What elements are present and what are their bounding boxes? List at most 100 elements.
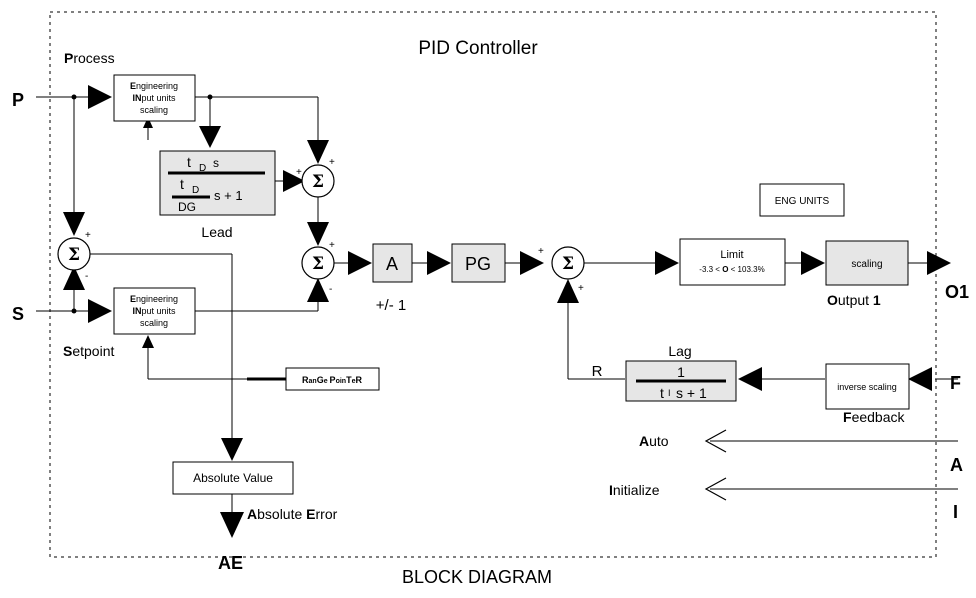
svg-text:+: +: [329, 157, 335, 168]
diagram-footer: BLOCK DIAGRAM: [402, 567, 552, 587]
gain-a-sublabel: +/- 1: [376, 297, 406, 314]
svg-text:inverse scaling: inverse scaling: [837, 382, 897, 392]
svg-text:Σ: Σ: [562, 254, 574, 274]
sum-junction-output: Σ + +: [538, 246, 585, 294]
lead-label: Lead: [201, 224, 232, 240]
svg-text:DG: DG: [178, 200, 196, 214]
svg-text:scaling: scaling: [851, 259, 882, 270]
lag-block: 1 t I s + 1: [625, 360, 737, 402]
gain-pg-block: PG: [451, 243, 506, 283]
output1-label: Output 1: [827, 292, 881, 308]
output-o1-letter: O1: [945, 282, 969, 302]
range-pointer-block: RanGe PoinTeR: [285, 367, 380, 391]
initialize-arrow-head: [704, 477, 727, 501]
svg-text:scaling: scaling: [140, 318, 168, 328]
arrow-lead-to-sum: [283, 170, 305, 192]
arrow-to-sum3: [520, 251, 544, 275]
svg-text:Engineering: Engineering: [130, 81, 178, 91]
arrow-up-to-sum3: [557, 279, 579, 303]
process-label: Process: [64, 50, 115, 66]
input-p-letter: P: [12, 90, 24, 110]
initialize-label: Initialize: [609, 482, 660, 498]
svg-text:Absolute Value: Absolute Value: [193, 471, 273, 485]
svg-text:+: +: [329, 240, 335, 251]
input-f-letter: F: [950, 373, 961, 393]
input-a-letter: A: [950, 455, 963, 475]
arrowheads: [63, 85, 951, 538]
auto-label: Auto: [639, 433, 669, 449]
controller-boundary: [49, 11, 937, 558]
feedback-r-label: R: [592, 363, 603, 380]
svg-text:INput units: INput units: [132, 93, 176, 103]
sum-junction-lead: Σ + +: [296, 157, 335, 198]
svg-text:Σ: Σ: [68, 245, 80, 265]
arrow-down-to-sum-lead: [307, 140, 329, 164]
arrow-down-to-sum2: [307, 222, 329, 246]
eng-units-box: [759, 183, 845, 217]
input-i-letter: I: [953, 502, 958, 522]
arrow-to-limit: [655, 251, 679, 275]
svg-text:PG: PG: [465, 254, 491, 274]
arrow-up-to-sum1: [63, 266, 85, 290]
junction-dots: [71, 94, 213, 314]
setpoint-label: Setpoint: [63, 343, 114, 359]
lag-label: Lag: [668, 343, 691, 359]
input-s-letter: S: [12, 304, 24, 324]
arrow-up-small: [143, 117, 153, 128]
arrow-to-o1: [927, 251, 951, 275]
sum-junction-main: Σ + -: [301, 240, 335, 295]
svg-text:s: s: [213, 156, 219, 170]
svg-text:s + 1: s + 1: [214, 188, 243, 203]
arrow-to-lag: [738, 367, 762, 391]
svg-text:t: t: [187, 154, 191, 170]
eng-units-label: ENG UNITS: [775, 196, 830, 207]
svg-text:t: t: [180, 176, 184, 192]
svg-text:+: +: [578, 283, 584, 294]
arrow-to-gain-a: [348, 251, 372, 275]
einp-process-block: Engineering INput units scaling: [113, 74, 196, 122]
svg-text:Engineering: Engineering: [130, 294, 178, 304]
absolute-error-label: Absolute Error: [247, 506, 338, 522]
arrow-to-ae: [220, 512, 244, 538]
svg-text:-: -: [85, 271, 88, 282]
scaling-block: scaling: [825, 240, 909, 286]
arrow-to-gain-pg: [427, 251, 451, 275]
svg-text:Σ: Σ: [312, 254, 324, 274]
svg-text:-: -: [329, 284, 332, 295]
svg-text:-3.3 < O < 103.3%: -3.3 < O < 103.3%: [699, 265, 764, 274]
signal-lines: [36, 96, 958, 515]
svg-text:INput units: INput units: [132, 306, 176, 316]
arrow-down-to-sum1: [63, 212, 85, 236]
svg-text:I: I: [668, 388, 671, 398]
svg-text:D: D: [192, 185, 199, 196]
svg-text:scaling: scaling: [140, 105, 168, 115]
svg-text:A: A: [386, 254, 398, 274]
auto-arrow-head: [704, 429, 727, 453]
svg-text:Limit: Limit: [720, 249, 743, 261]
arrow-down-to-lead: [199, 126, 221, 148]
svg-text:t: t: [660, 385, 664, 401]
svg-text:1: 1: [677, 364, 685, 380]
svg-text:+: +: [296, 167, 302, 178]
lead-block: t D s t D DG s + 1: [159, 150, 276, 216]
svg-text:Σ: Σ: [312, 172, 324, 192]
arrow-to-scaling: [801, 251, 825, 275]
sum-junction-error: Σ + -: [57, 230, 91, 282]
gain-a-block: A: [372, 243, 413, 283]
svg-text:D: D: [199, 163, 206, 174]
absolute-value-block: Absolute Value: [172, 461, 294, 495]
arrow-up-to-sum2: [307, 278, 329, 302]
arrow-to-abs-value: [221, 438, 243, 461]
arrow-up-range: [142, 335, 154, 348]
svg-text:s + 1: s + 1: [676, 385, 707, 401]
feedback-label: Feedback: [843, 409, 905, 425]
output-ae-letter: AE: [218, 553, 243, 573]
limit-block: Limit -3.3 < O < 103.3%: [679, 238, 786, 286]
svg-text:+: +: [85, 230, 91, 241]
svg-text:+: +: [538, 246, 544, 257]
diagram-title: PID Controller: [418, 38, 538, 59]
arrow-s-to-einp: [88, 299, 112, 323]
arrow-to-inverse-scaling: [908, 367, 932, 391]
arrow-p-to-einp: [88, 85, 112, 109]
